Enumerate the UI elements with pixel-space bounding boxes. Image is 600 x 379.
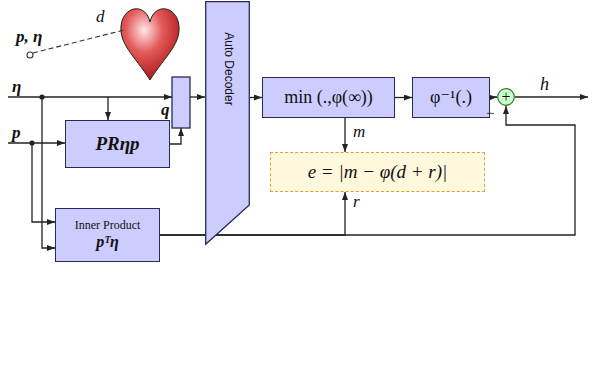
eta-down-wire — [42, 97, 55, 248]
sum-junction: + — [497, 88, 515, 106]
node-text: Inner Product — [75, 219, 141, 233]
process-box: min (.,φ(∞)) — [262, 77, 395, 118]
concat-block — [172, 77, 190, 128]
decoder-trapezoid: Auto Decoder — [205, 1, 250, 245]
signal-arrow — [344, 118, 345, 152]
signal-label: m — [353, 123, 365, 142]
q-wire — [170, 128, 181, 144]
node-text: φ⁻¹(.) — [430, 87, 472, 108]
concat-wire — [190, 96, 205, 97]
p-down-wire — [32, 143, 55, 222]
sign-label: − — [486, 105, 494, 122]
distance-label: d — [96, 8, 105, 27]
distance-line — [33, 30, 124, 53]
process-box: PRηp — [65, 120, 170, 168]
eta-input-wire — [8, 96, 172, 97]
node-text: min (.,φ(∞)) — [284, 87, 373, 108]
signal-label: q — [161, 101, 170, 120]
input-label: p, η — [16, 28, 42, 47]
p-input-wire — [8, 142, 65, 143]
error-box: e = |m − φ(d + r)| — [270, 152, 485, 192]
output-label: h — [540, 75, 549, 95]
process-box: φ⁻¹(.) — [412, 77, 490, 118]
process-box: Inner Productpᵀη — [55, 208, 160, 262]
node-text: + — [501, 88, 510, 106]
signal-label: r — [353, 193, 360, 212]
signal-arrow — [250, 97, 262, 98]
query-point — [27, 52, 33, 58]
node-text: Auto Decoder — [221, 32, 235, 105]
output-wire — [515, 96, 588, 97]
node-text: e = |m − φ(d + r)| — [308, 161, 448, 183]
signal-arrow — [490, 96, 497, 98]
signal-label: η — [12, 78, 21, 97]
eta-branch-wire — [107, 97, 108, 120]
heart-shape — [121, 9, 179, 80]
signal-arrow — [395, 97, 412, 98]
signal-label: p — [12, 124, 21, 143]
node-text: PRηp — [95, 133, 139, 155]
node-text: pᵀη — [96, 233, 119, 251]
signal-arrow — [160, 192, 345, 235]
